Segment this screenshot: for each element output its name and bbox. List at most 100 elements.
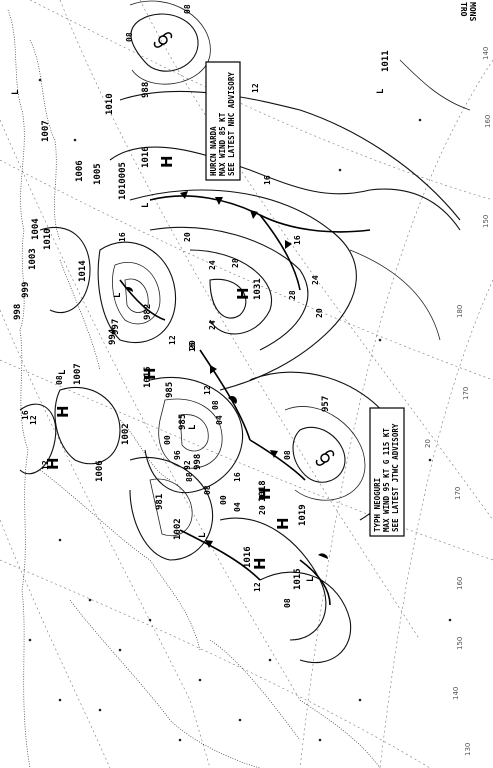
isobar-label: 24 [208,260,217,270]
pressure-label: 1015 [143,366,153,388]
pressure-label: 957 [321,396,331,412]
isobar-label: 04 [215,415,224,425]
pressure-label: 998 [193,454,203,470]
pressure-label: 982 [143,304,153,320]
isobar-label: 08 [211,400,220,410]
isobar-label: 24 [311,275,320,285]
isobar-label: 20 [315,308,324,318]
high-pressure-center: H [251,557,269,570]
pressure-label: 1016 [141,146,151,168]
pressure-label: 1018 [258,480,268,502]
isobar-label: 28 [288,290,297,300]
lat-lon-label: 170 [462,387,470,400]
coastlines [7,9,381,768]
pressure-label: 1010 [105,93,115,115]
lat-lon-label: 20 [424,439,432,448]
pressure-label: 1006 [75,160,85,182]
lat-lon-label: 150 [482,215,490,228]
isobar-label: 92 [183,460,192,470]
lat-lon-label: 150 [456,637,464,650]
pressure-label: 1015 [293,568,303,590]
isobar-label: 12 [168,335,177,345]
pressure-label: 1010 [43,228,53,250]
isobar-label: 88 [185,472,194,482]
lat-lon-label: 160 [456,577,464,590]
isobar-label: 08 [55,375,64,385]
isobar-label: 16 [233,472,242,482]
pressure-label: 1007 [41,120,51,142]
advisory-line: TYPH NEOGURI [373,478,382,532]
lat-lon-label: 140 [452,687,460,700]
pressure-label: 1004 [31,218,41,240]
corner-text-line: MONS [468,2,477,21]
isobar-label: 08 [183,4,192,14]
pressure-label: 1002 [121,423,131,445]
advisory-line: MAX WIND 85 KT [218,112,227,176]
pressure-label: 1016 [243,546,253,568]
fronts [119,191,371,606]
lat-lon-labels: 1601501401701801701601501401302040 [394,47,492,756]
high-pressure-center: H [158,155,176,168]
isobar-label: 12 [251,83,260,93]
isobar-label: 08 [283,598,292,608]
lat-lon-label: 140 [482,47,490,60]
isobar-label: 20 [188,340,197,350]
pressure-label: 999 [21,282,31,298]
pressure-label: 1010005 [118,162,128,200]
lat-lon-label: 130 [464,743,472,756]
isobar-label: 08 [283,450,292,460]
pressure-label: 1005 [93,163,103,185]
corner-text: MONS TRO [459,2,477,21]
advisory-line: SEE LATEST JTWC ADVISORY [391,423,400,532]
tropical-cyclone-symbols [153,32,335,466]
pressure-label: 1014 [78,260,88,282]
low-pressure-center: L [58,369,68,375]
cyclone-icon [153,32,173,48]
isobar-label: 00 [219,495,228,505]
low-pressure-center: L [11,89,21,95]
isobar-label: 16 [118,232,127,242]
pressure-label: 998 [13,304,23,320]
isobar-label: 12 [29,415,38,425]
isobar-label: 12 [253,582,262,592]
pressure-label: 988 [141,82,151,98]
station-plots [28,78,452,742]
advisory-neoguri: TYPH NEOGURI MAX WIND 95 KT G 115 KT SEE… [369,407,405,537]
pressure-label: 1003 [28,248,38,270]
isobar-label: 12 [41,460,50,470]
advisory-line: MAX WIND 95 KT G 115 KT [382,428,391,532]
pressure-label: 994 [108,328,118,345]
isobar-label: 20 [183,232,192,242]
pressure-label: 1007 [73,363,83,385]
isobar-label: 20 [258,505,267,515]
advisory-line: SEE LATEST NHC ADVISORY [227,72,236,176]
lat-lon-label: 160 [484,115,492,128]
low-pressure-center: L [306,576,316,582]
isobar-label: 96 [173,450,182,460]
pressure-label: 1031 [253,278,263,300]
advisory-narda: HURCN NARDA MAX WIND 85 KT SEE LATEST NH… [205,61,241,181]
low-pressure-center: L [198,532,208,538]
pressure-label: 1006 [95,460,105,482]
isobar-label: 16 [293,235,302,245]
isobar-label: 00 [163,435,172,445]
lat-lon-label: 170 [454,487,462,500]
isobar-label: 24 [208,320,217,330]
high-pressure-center: H [141,367,159,380]
isobar-label: 04 [233,502,242,512]
low-pressure-center: L [188,424,198,430]
high-pressure-center: H [256,487,274,500]
pressure-label: 1011 [381,50,391,72]
isobars [19,0,471,664]
cyclone-icon [315,450,335,466]
corner-text-line: TRO [459,2,468,17]
low-pressure-center: L [113,292,123,298]
high-pressure-center: H [54,405,72,418]
isobar-label: 08 [125,32,134,42]
pressure-label: 1019 [298,504,308,526]
low-pressure-center: L [376,88,386,94]
